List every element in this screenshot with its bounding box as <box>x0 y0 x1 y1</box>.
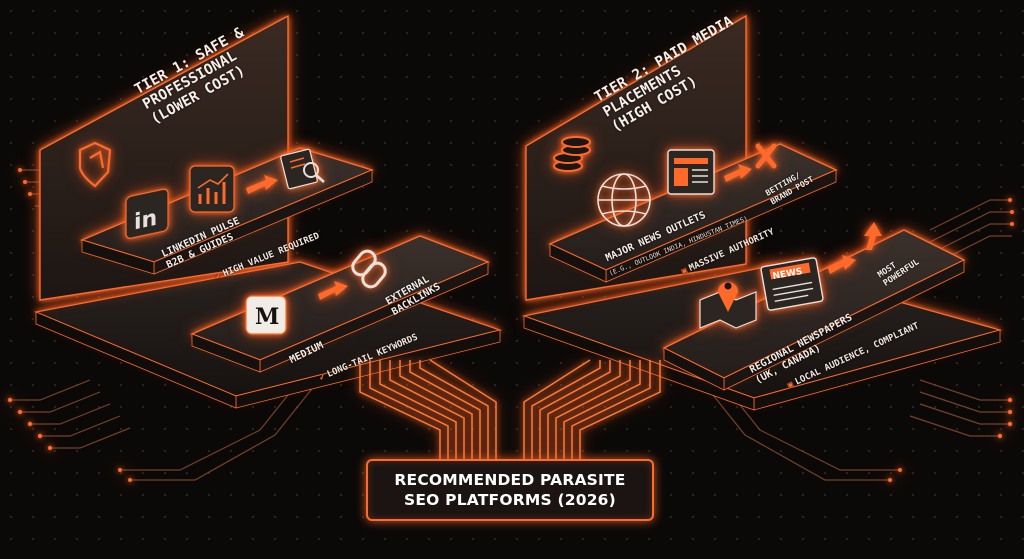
medium-icon: M <box>245 295 287 335</box>
main-title-box: RECOMMENDED PARASITE SEO PLATFORMS (2026… <box>366 459 654 521</box>
arrow-right-icon <box>724 164 752 182</box>
map-pin-icon <box>699 282 757 329</box>
chain-link-icon <box>351 249 387 289</box>
globe-icon <box>597 173 651 227</box>
chart-icon <box>189 165 235 213</box>
coins-icon <box>553 136 591 172</box>
linkedin-icon: in <box>125 188 169 239</box>
main-title-line1: RECOMMENDED PARASITE <box>394 471 626 489</box>
svg-text:in: in <box>134 205 157 236</box>
tier1-platform <box>33 14 503 409</box>
arrow-up-icon <box>864 222 882 250</box>
trace-pads <box>7 168 1014 482</box>
arrow-right-icon <box>828 255 856 274</box>
tier2-platform <box>521 14 1003 411</box>
arrow-right-icon <box>246 175 278 194</box>
shield-icon <box>78 141 112 188</box>
main-title-line2: SEO PLATFORMS (2026) <box>404 491 616 509</box>
arrow-right-icon <box>318 281 348 300</box>
svg-text:M: M <box>255 304 279 330</box>
x-mark-icon <box>755 143 777 169</box>
newspaper-icon <box>667 149 715 195</box>
magnifier-document-icon <box>280 148 325 190</box>
circuit-bus <box>359 359 661 462</box>
folded-newspaper-icon: NEWS <box>760 257 824 311</box>
